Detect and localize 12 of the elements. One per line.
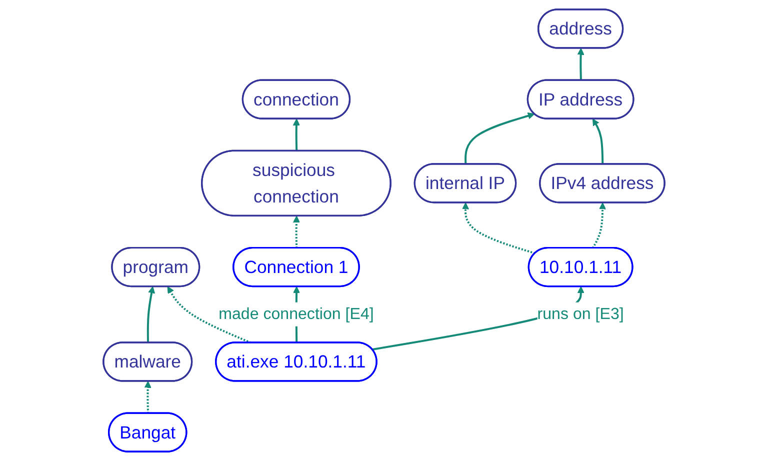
arrow (464, 112, 534, 164)
arrow (576, 48, 584, 80)
arrow (462, 202, 535, 254)
arrow (292, 118, 300, 151)
arrow (292, 215, 300, 248)
arrow (591, 202, 606, 248)
edge-label: made connection [E4] (218, 305, 374, 323)
arrow (166, 286, 251, 344)
arrow (144, 380, 151, 413)
arrow (592, 118, 604, 164)
edge-label: runs on [E3] (536, 305, 624, 323)
arrow (146, 286, 155, 342)
